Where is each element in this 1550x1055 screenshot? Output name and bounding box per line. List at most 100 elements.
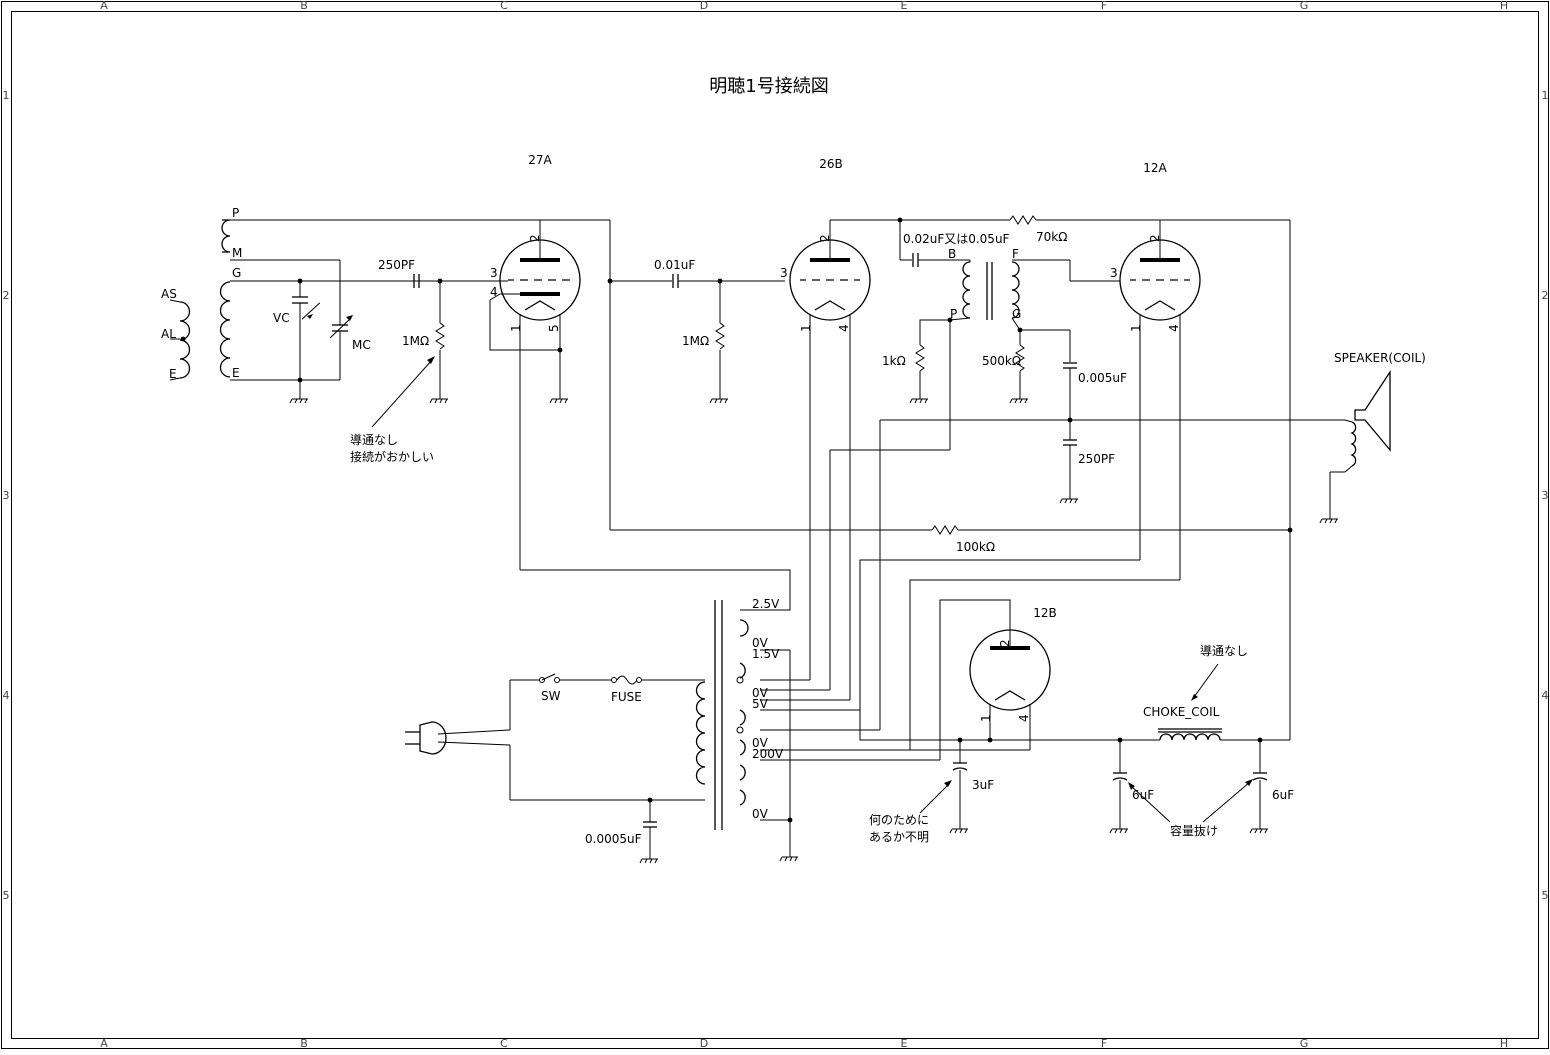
tube-12a <box>1119 220 1201 580</box>
label-choke: CHOKE_COIL <box>1143 705 1220 719</box>
mains-input <box>405 673 705 864</box>
antenna-al: AL <box>161 327 176 341</box>
label-c-250pf: 250PF <box>378 258 415 272</box>
grid-col-top: D <box>700 0 708 12</box>
coil-tap-p: P <box>232 206 239 220</box>
note-capacity-loss: 容量抜け <box>1170 823 1218 838</box>
grid-col-top: H <box>1500 0 1508 12</box>
tube-26b-pin-heater-a: 1 <box>799 324 813 332</box>
label-c-001uf: 0.01uF <box>654 258 695 272</box>
grid-col-top: G <box>1300 0 1309 12</box>
interstage-wiring <box>897 215 1290 267</box>
grid-row-right: 3 <box>1542 489 1549 502</box>
grid-col-bottom: C <box>500 1037 508 1050</box>
grid-col-top: C <box>500 0 508 12</box>
grid-col-bottom: D <box>700 1037 708 1050</box>
tube-12b-label: 12B <box>1033 606 1057 620</box>
label-fuse: FUSE <box>611 690 642 704</box>
speaker <box>1319 369 1391 524</box>
grid-row-right: 5 <box>1542 889 1549 902</box>
tube-12a-pin-grid: 3 <box>1110 266 1118 280</box>
label-vc: VC <box>273 311 290 325</box>
tube-12b-pin-plate: 2 <box>998 639 1012 647</box>
note-no-continuity-2: 導通なし <box>1200 644 1248 658</box>
note-unknown-purpose-2: あるか不明 <box>869 830 929 844</box>
tap-0v-b: 0V <box>752 686 769 700</box>
grid-col-bottom: H <box>1500 1037 1508 1050</box>
tube-27a-pin-cathode: 4 <box>490 285 498 299</box>
label-c-interstage: 0.02uF又は0.05uF <box>903 232 1010 246</box>
tube-27a <box>489 220 581 570</box>
grid-row-right: 4 <box>1542 689 1549 702</box>
tube-27a-pin-plate: 2 <box>528 234 542 242</box>
grid-row-left: 3 <box>3 489 10 502</box>
grid-col-top: E <box>901 0 908 12</box>
xfmr-pin-g: G <box>1012 307 1021 321</box>
tube-12a-label: 12A <box>1143 161 1167 175</box>
tube-26b-pin-plate: 2 <box>818 234 832 242</box>
antenna-as: AS <box>161 287 177 301</box>
tube-12a-pin-plate: 2 <box>1148 234 1162 242</box>
grid-col-top: A <box>100 0 108 12</box>
tube-27a-pin-heater-a: 1 <box>509 324 523 332</box>
note-arrow-2 <box>919 780 952 814</box>
xfmr-pin-p: P <box>950 307 957 321</box>
xfmr-pin-b: B <box>948 247 956 261</box>
label-r-1m-a: 1MΩ <box>402 334 429 348</box>
filter-section <box>1109 728 1290 834</box>
diagram-title: 明聴1号接続図 <box>709 76 828 97</box>
tube-26b-label: 26B <box>819 157 843 171</box>
coupling-capacitor-001 <box>672 274 785 288</box>
tube-27a-label: 27A <box>528 153 552 167</box>
label-c-0005uf: 0.005uF <box>1078 371 1127 385</box>
tube-27a-pin-grid: 3 <box>490 266 498 280</box>
note-unknown-purpose-1: 何のために <box>869 813 929 827</box>
tube-27a-pin-heater-b: 5 <box>547 324 561 332</box>
mc-variable-capacitor <box>329 260 353 380</box>
grid-col-top: B <box>300 0 308 12</box>
label-c-line: 0.0005uF <box>585 832 642 846</box>
coil-tap-e: E <box>232 366 240 380</box>
label-mc: MC <box>352 338 371 352</box>
tap-0v-a: 0V <box>752 636 769 650</box>
v1-plate-wiring <box>607 220 1293 535</box>
grid-row-right: 1 <box>1542 89 1549 102</box>
label-c-3uf: 3uF <box>972 778 994 792</box>
antenna-coil <box>169 219 610 381</box>
antenna-e: E <box>169 367 177 381</box>
tap-200v: 200V <box>752 747 784 761</box>
resistor-1k <box>909 344 929 404</box>
grid-col-bottom: A <box>100 1037 108 1050</box>
label-r-100k: 100kΩ <box>956 540 995 554</box>
grid-capacitor-250pf <box>413 274 490 288</box>
tube-26b-pin-grid: 3 <box>780 266 788 280</box>
xfmr-pin-f: F <box>1012 247 1019 261</box>
grid-col-bottom: G <box>1300 1037 1309 1050</box>
filament-wiring <box>520 559 1180 862</box>
coil-tap-m: M <box>232 246 242 260</box>
label-r-1m-b: 1MΩ <box>682 334 709 348</box>
label-c-250pf-b: 250PF <box>1078 452 1115 466</box>
grid-row-left: 2 <box>3 289 10 302</box>
grid-row-left: 1 <box>3 89 10 102</box>
label-c-6uf-b: 6uF <box>1272 788 1294 802</box>
label-r-500k: 500kΩ <box>982 354 1021 368</box>
grid-col-bottom: F <box>1101 1037 1107 1050</box>
grid-row-left: 5 <box>3 889 10 902</box>
interstage-transformer <box>829 259 1120 690</box>
tube-12a-pin-heater-b: 4 <box>1167 324 1181 332</box>
tap-0v-c: 0V <box>752 736 769 750</box>
label-speaker: SPEAKER(COIL) <box>1334 351 1426 365</box>
grid-col-bottom: B <box>300 1037 308 1050</box>
tube-12b-pin-heater-b: 4 <box>1017 714 1031 722</box>
grid-labels: A B C D E F G H A B C D E F G H 1 2 3 4 … <box>3 0 1549 1050</box>
tube-26b-pin-heater-b: 4 <box>837 324 851 332</box>
grid-col-bottom: E <box>901 1037 908 1050</box>
note-arrows-3 <box>1128 663 1253 823</box>
tap-2-5v: 2.5V <box>752 597 780 611</box>
label-r-70k: 70kΩ <box>1036 230 1067 244</box>
grid-resistor-1m-b <box>709 281 729 404</box>
power-transformer <box>695 600 760 830</box>
